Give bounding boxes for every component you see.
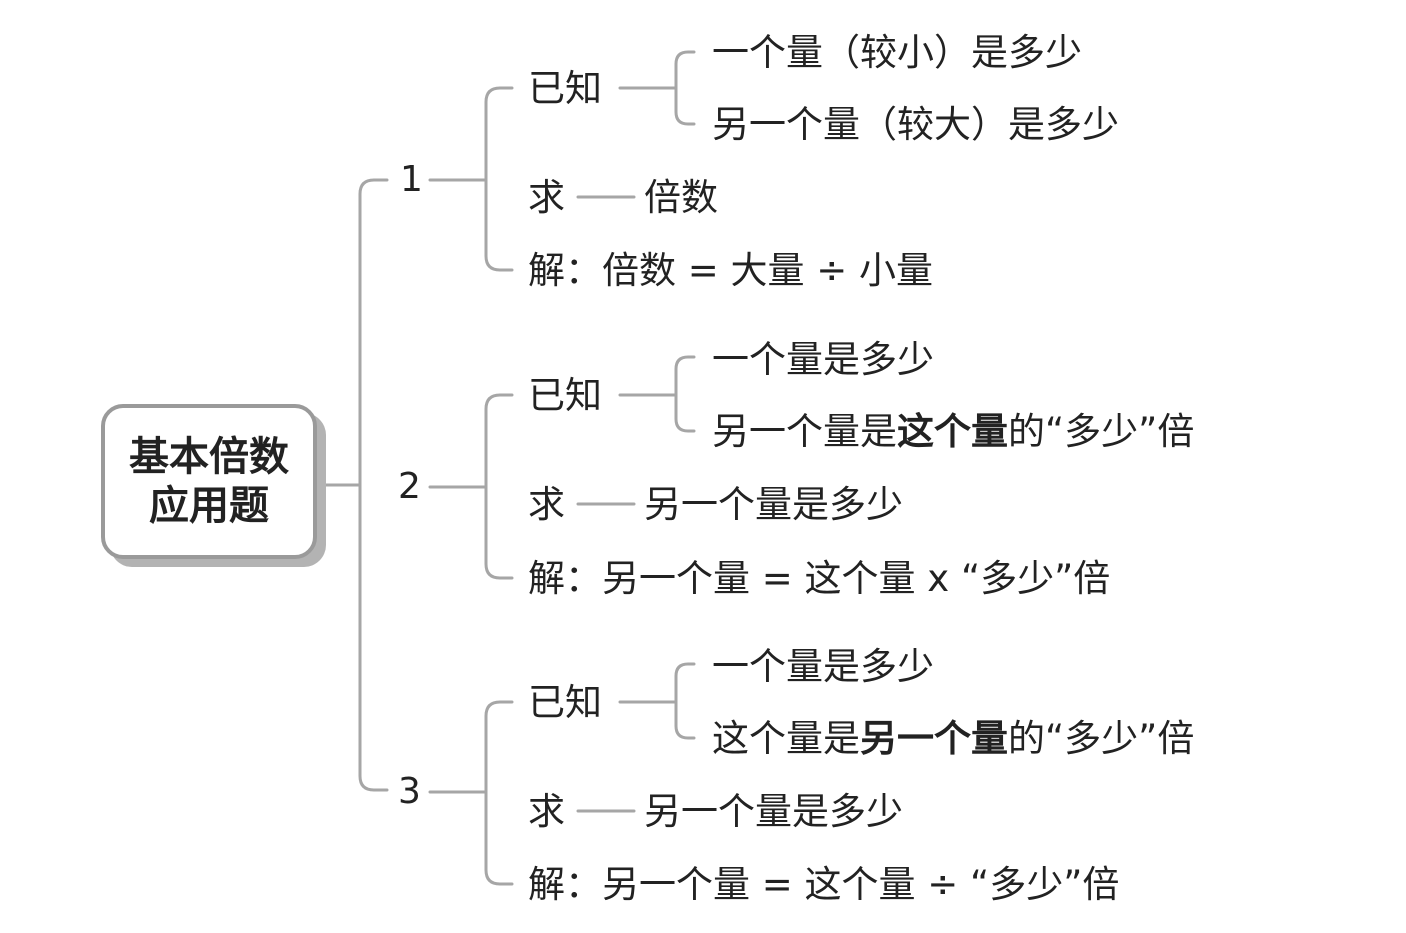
root-title-line-2: 应用题 (149, 482, 269, 529)
branch-3-solve-formula: 另一个量 = 这个量 ÷ “多少”倍 (602, 863, 1120, 906)
branch-1-seek-label: 求 (528, 176, 565, 219)
branch-2-number: 2 (398, 466, 421, 507)
main-bracket (358, 178, 389, 792)
branch-1-known-2-text: 另一个量（较大）是多少 (712, 103, 1119, 146)
branch-2-solve-formula: 另一个量 = 这个量 x “多少”倍 (602, 557, 1111, 600)
branch-1-solve-label: 解： (528, 249, 602, 292)
branch-3-known-2-part-1: 这个量是 (712, 717, 860, 760)
branch-1-solve: 解：倍数 = 大量 ÷ 小量 (528, 252, 933, 289)
branch-2-known-label: 已知 (528, 374, 602, 417)
branch-1-bracket (484, 86, 514, 272)
branch-1-seek-value: 倍数 (644, 176, 718, 219)
branch-3-number: 3 (398, 771, 421, 812)
branch-2-seek-label: 求 (528, 483, 565, 526)
branch-1-solve-formula: 倍数 = 大量 ÷ 小量 (602, 249, 934, 292)
branch-2-known-item-2: 另一个量是这个量的“多少”倍 (712, 413, 1194, 450)
branch-1-number: 1 (400, 159, 423, 200)
branch-1-known-bracket (674, 50, 696, 126)
branch-3-solve: 解：另一个量 = 这个量 ÷ “多少”倍 (528, 866, 1119, 903)
branch-2-known-2-part-3: 的“多少”倍 (1008, 410, 1195, 453)
root-title-line-1: 基本倍数 (129, 433, 289, 480)
root-node: 基本倍数 应用题 (101, 404, 317, 559)
branch-2-seek-value: 另一个量是多少 (644, 483, 903, 526)
branch-3-known-2-emphasis: 另一个量 (860, 717, 1008, 760)
branch-3-solve-label: 解： (528, 863, 602, 906)
branch-2-known-1-text: 一个量是多少 (712, 338, 934, 381)
branch-2-known-bracket (674, 355, 696, 433)
branch-2-solve-label: 解： (528, 557, 602, 600)
branch-2-known-2-emphasis: 这个量 (897, 410, 1008, 453)
branch-3-known-item-2: 这个量是另一个量的“多少”倍 (712, 720, 1194, 757)
branch-3-known-2-part-3: 的“多少”倍 (1008, 717, 1195, 760)
branch-2-known-2-part-1: 另一个量是 (712, 410, 897, 453)
branch-1-known-item-1: 一个量（较小）是多少 (712, 34, 1082, 71)
branch-1-known-1-text: 一个量（较小）是多少 (712, 31, 1082, 74)
branch-3-seek-label: 求 (528, 790, 565, 833)
branch-2-bracket (484, 393, 514, 580)
branch-3-known-item-1: 一个量是多少 (712, 648, 934, 685)
branch-2-known-item-1: 一个量是多少 (712, 341, 934, 378)
branch-3-known-bracket (674, 662, 696, 740)
branch-3-bracket (484, 700, 514, 886)
branch-1-known-label: 已知 (528, 67, 602, 110)
branch-3-seek-value: 另一个量是多少 (644, 790, 903, 833)
branch-3-known-label: 已知 (528, 681, 602, 724)
branch-1-known-item-2: 另一个量（较大）是多少 (712, 106, 1119, 143)
branch-2-solve: 解：另一个量 = 这个量 x “多少”倍 (528, 560, 1110, 597)
branch-3-known-1-text: 一个量是多少 (712, 645, 934, 688)
